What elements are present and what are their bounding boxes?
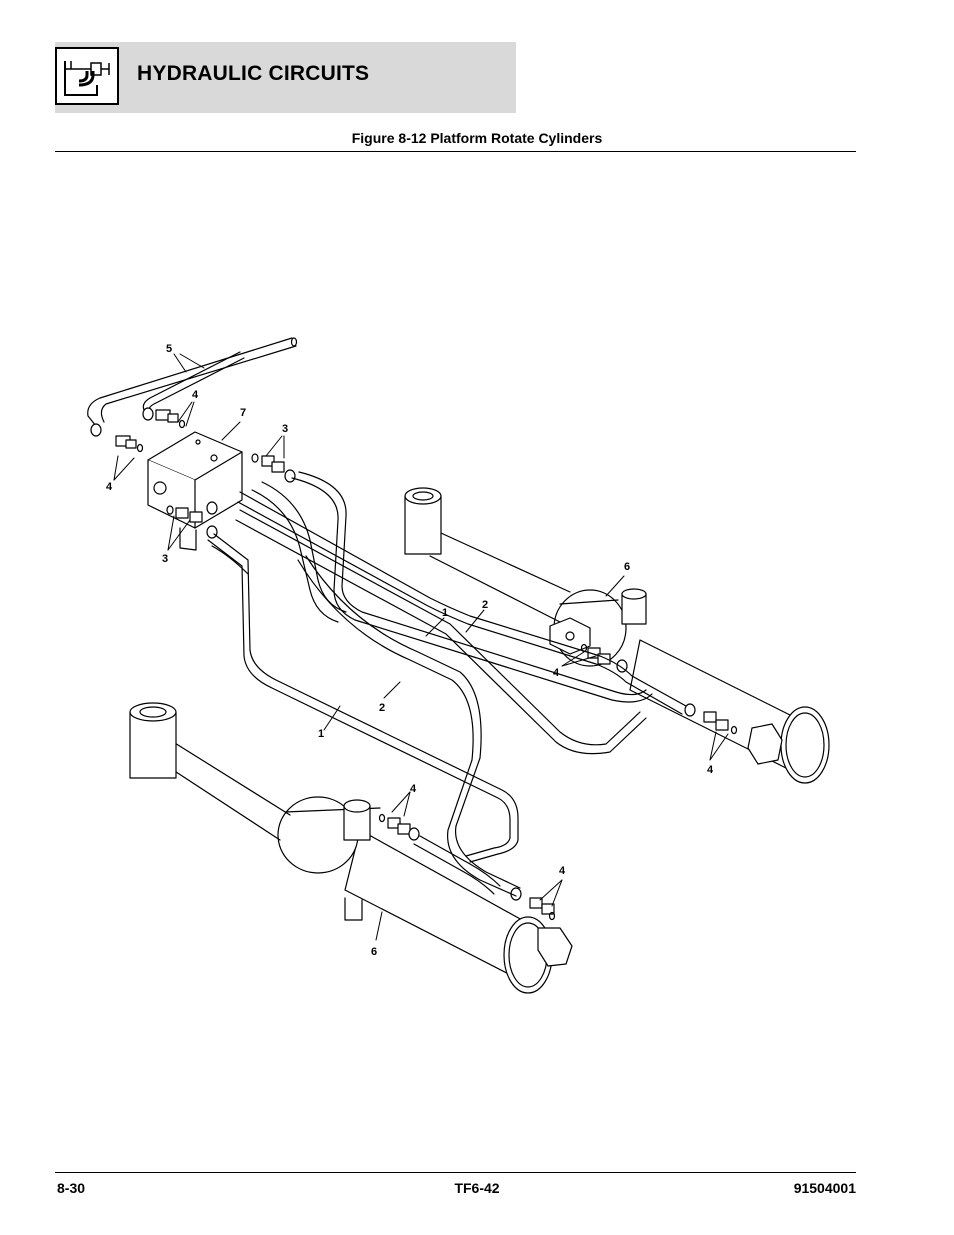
callout-2: 2 — [379, 702, 385, 714]
callout-4: 4 — [559, 865, 566, 877]
callout-4: 4 — [106, 481, 113, 493]
rotate-cylinder-front — [129, 702, 573, 994]
manifold-block — [147, 431, 243, 551]
callout-6: 6 — [624, 561, 630, 573]
footer-rule — [55, 1172, 856, 1173]
callout-5: 5 — [166, 343, 172, 355]
section-title: HYDRAULIC CIRCUITS — [137, 62, 370, 85]
hose-assemblies — [207, 471, 687, 897]
callout-4: 4 — [553, 667, 560, 679]
callout-3: 3 — [162, 553, 168, 565]
callout-4: 4 — [707, 764, 714, 776]
figure-title: Figure 8-12 Platform Rotate Cylinders — [351, 130, 603, 146]
rotate-cylinder-rear — [404, 487, 830, 784]
callout-1: 1 — [318, 728, 324, 740]
hydraulic-reservoir-icon — [55, 47, 119, 105]
model-number: TF6-42 — [454, 1180, 500, 1196]
callout-2: 2 — [482, 599, 488, 611]
part-number: 91504001 — [793, 1180, 856, 1196]
callout-4: 4 — [192, 389, 199, 401]
header-rule — [55, 151, 856, 152]
hose-tubes-5 — [87, 337, 298, 437]
leader-arrows — [113, 353, 729, 941]
header-band — [55, 42, 516, 113]
fittings-and-o-rings — [115, 409, 738, 921]
callout-6: 6 — [371, 946, 377, 958]
callout-7: 7 — [240, 407, 246, 419]
callout-1: 1 — [442, 607, 448, 619]
callout-3: 3 — [282, 423, 288, 435]
callout-4: 4 — [410, 783, 417, 795]
page-number: 8-30 — [57, 1180, 86, 1196]
